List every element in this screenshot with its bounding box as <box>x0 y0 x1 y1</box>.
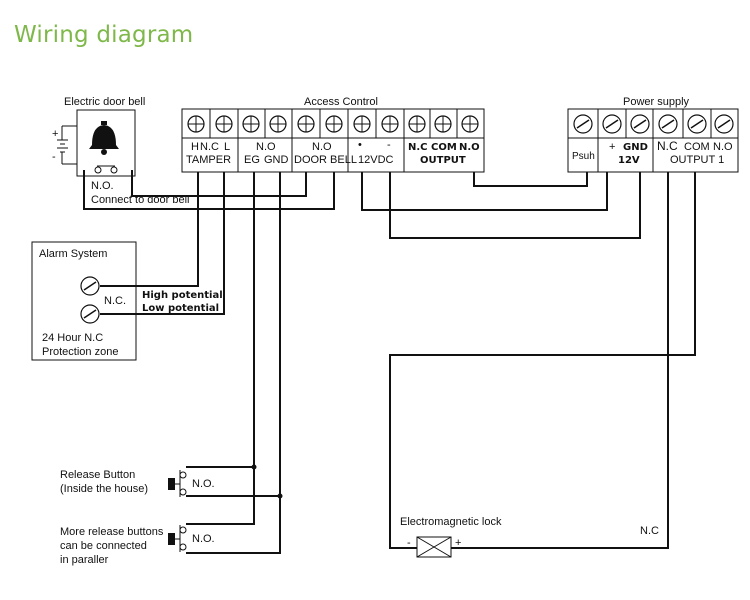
lock-plus: + <box>455 537 461 549</box>
electromagnetic-lock: Electromagnetic lock - + N.C <box>400 516 659 558</box>
psu-gnd: GND <box>623 142 648 153</box>
alarm-screw-icon <box>80 276 100 296</box>
door-bell-label: Electric door bell <box>64 96 145 108</box>
alarm-nc: N.C. <box>104 295 126 307</box>
wires <box>83 170 696 554</box>
door-bell: + - N.O. Connect to door bell <box>52 109 189 206</box>
psu-nc: N.C <box>657 139 678 153</box>
release1-line1: Release Button <box>60 469 135 481</box>
ac-out-nc: N.C <box>408 142 428 153</box>
bell-icon <box>89 121 119 155</box>
release-button-2: More release buttons can be connected in… <box>60 525 215 566</box>
power-supply-label: Power supply <box>623 96 690 108</box>
psu-output: OUTPUT 1 <box>670 154 724 166</box>
lock-nc: N.C <box>640 525 659 537</box>
door-bell-no: N.O. <box>91 180 114 192</box>
psu-screw-icons <box>573 114 734 134</box>
terminal-screw-icons <box>187 115 479 133</box>
ac-no-bell: N.O <box>312 141 332 153</box>
high-potential-label: High potential <box>142 290 223 301</box>
ac-plus: • <box>358 139 362 151</box>
ac-l: L <box>224 141 230 153</box>
psu-com: COM <box>684 141 710 153</box>
access-control-label: Access Control <box>304 96 378 108</box>
psu-no: N.O <box>713 141 733 153</box>
power-supply-block: Psuh + GND 12V N.C COM N.O OUTPUT 1 <box>567 108 739 173</box>
psu-plus: + <box>609 141 615 153</box>
release1-line2: (Inside the house) <box>60 483 148 495</box>
ac-h: H <box>191 141 199 153</box>
ac-minus: - <box>387 139 391 151</box>
alarm-zone-line1: 24 Hour N.C <box>42 332 103 344</box>
ac-out-com: COM <box>431 142 457 153</box>
release2-line2: can be connected <box>60 540 147 552</box>
access-control-block: H N.C L N.O N.O • - N.C COM N.O TAMPER E… <box>181 108 485 173</box>
alarm-label: Alarm System <box>39 248 107 260</box>
release2-no: N.O. <box>192 533 215 545</box>
alarm-screw-icon <box>80 304 100 324</box>
ac-output: OUTPUT <box>420 155 466 166</box>
ac-out-no: N.O <box>459 142 480 153</box>
ac-eg: EG <box>244 154 260 166</box>
low-potential-label: Low potential <box>142 303 219 314</box>
release-button-1: Release Button (Inside the house) N.O. <box>60 469 215 497</box>
page-title: Wiring diagram <box>14 22 194 48</box>
release1-no: N.O. <box>192 478 215 490</box>
ac-nc: N.C <box>200 141 219 153</box>
ac-12vdc: 12VDC <box>358 154 394 166</box>
alarm-system: Alarm System N.C. 24 Hour N.C Protection… <box>31 241 137 361</box>
lock-minus: - <box>407 537 411 549</box>
ac-no-eg: N.O <box>256 141 276 153</box>
alarm-zone-line2: Protection zone <box>42 346 118 358</box>
ac-tamper: TAMPER <box>186 154 231 166</box>
battery-minus: - <box>52 151 56 163</box>
psu-psuh: Psuh <box>572 151 595 162</box>
ac-gnd: GND <box>264 154 289 166</box>
lock-label: Electromagnetic lock <box>400 516 502 528</box>
release2-line3: in paraller <box>60 554 109 566</box>
ac-doorbell: DOOR BELL <box>294 154 357 166</box>
psu-12v: 12V <box>618 155 640 166</box>
battery-plus: + <box>52 128 58 140</box>
release2-line1: More release buttons <box>60 526 164 538</box>
